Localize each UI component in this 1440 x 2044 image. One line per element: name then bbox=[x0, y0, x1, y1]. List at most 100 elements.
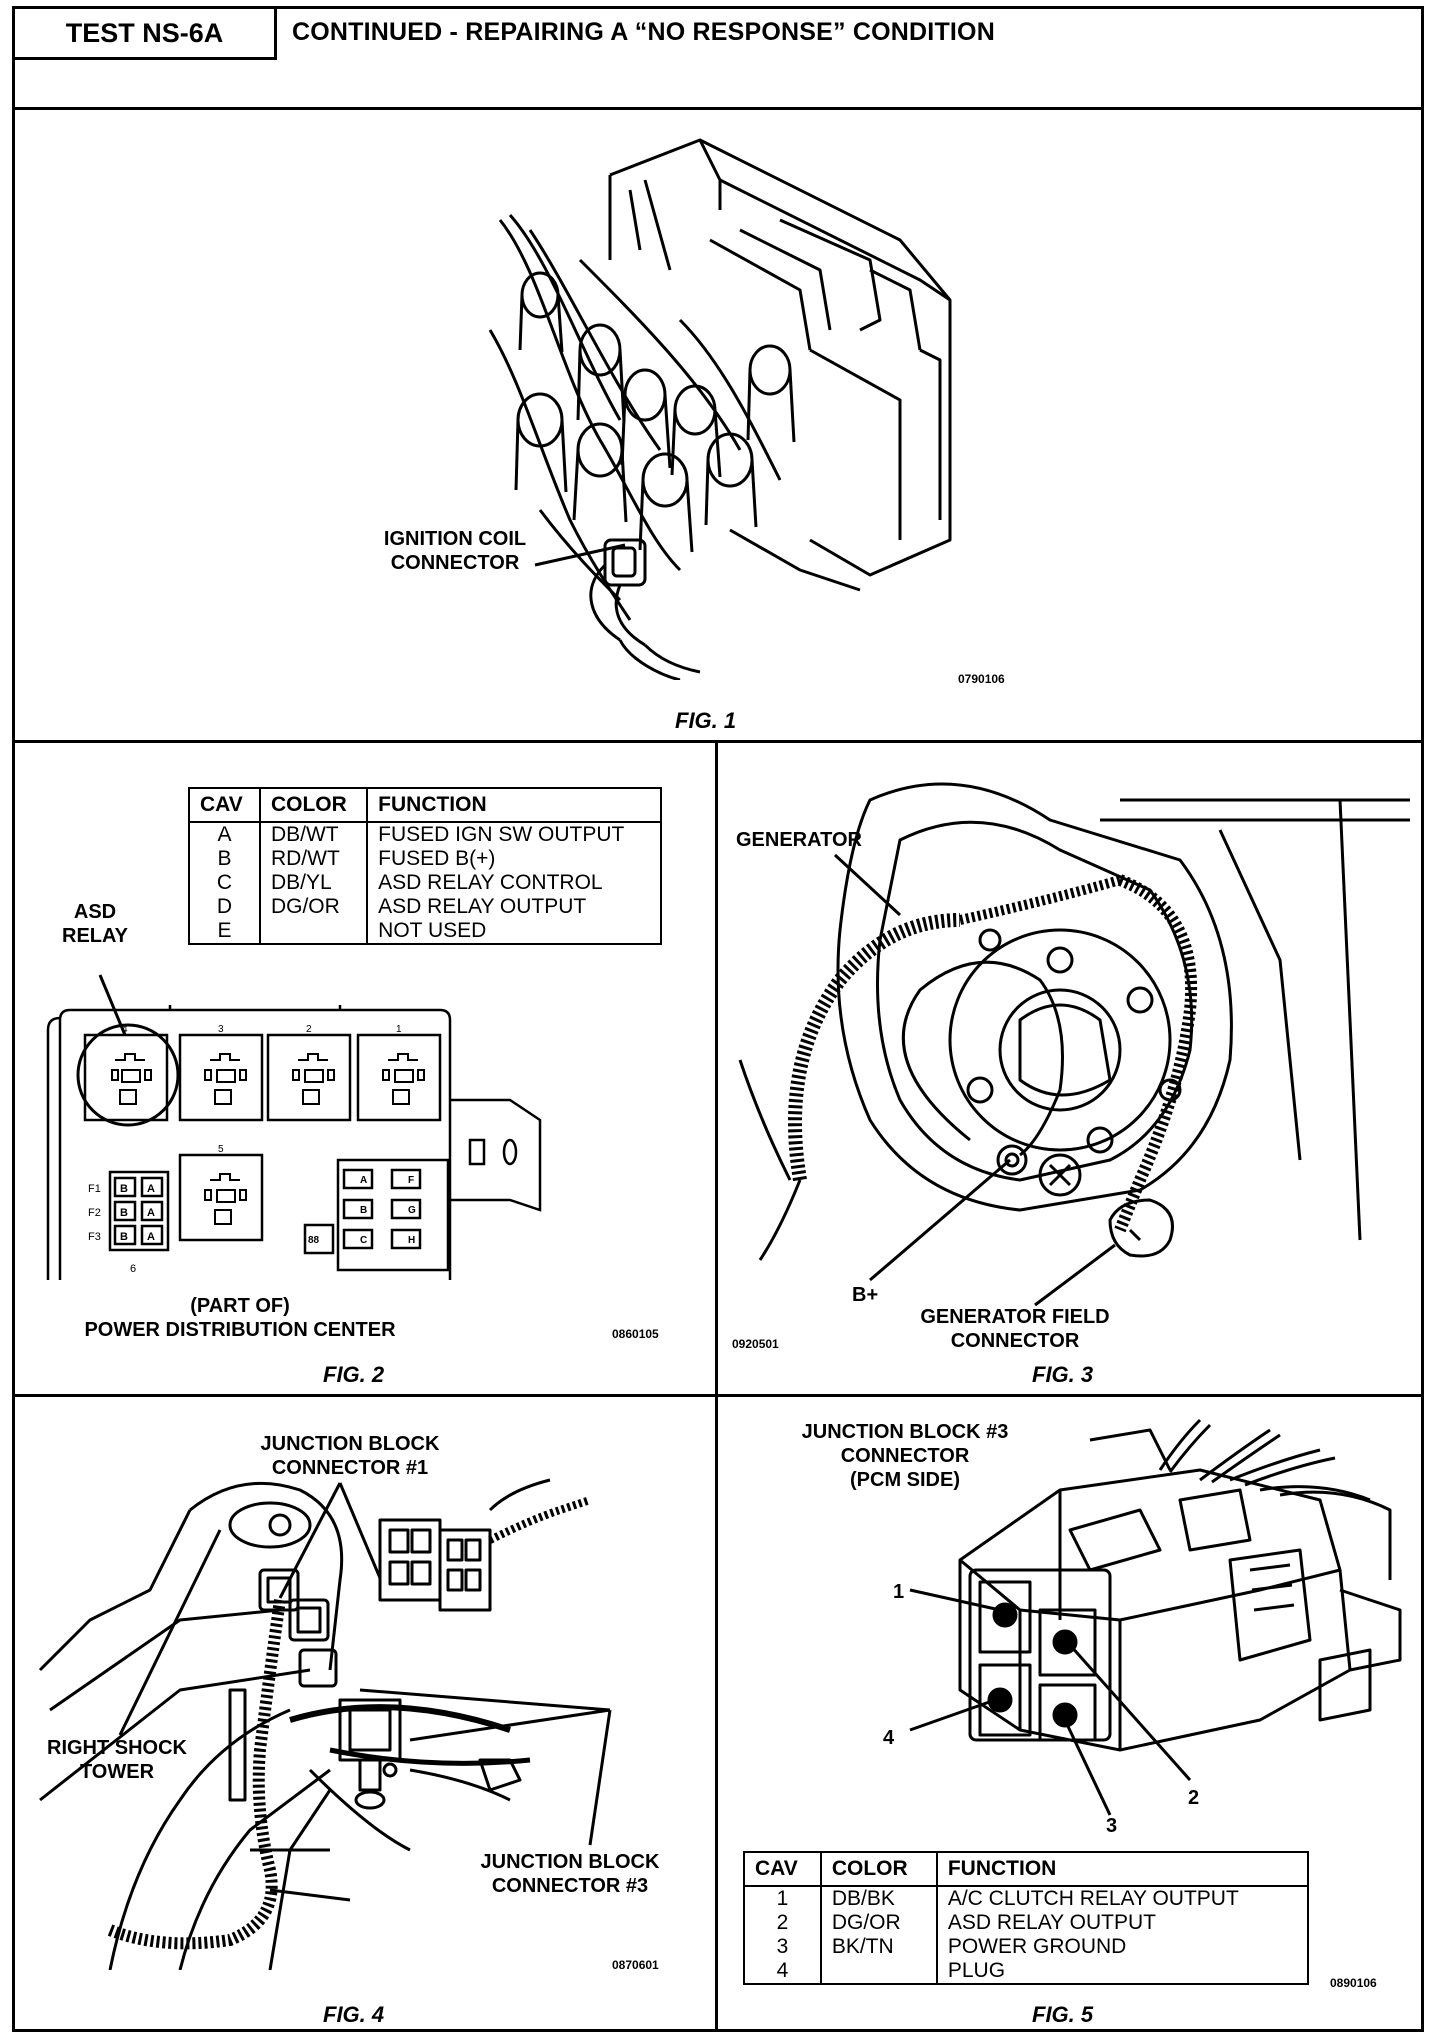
fig2-col-color: COLOR bbox=[259, 788, 369, 823]
cell: DB/WT bbox=[259, 822, 369, 847]
fig3-code: 0920501 bbox=[732, 1337, 779, 1351]
junction-block-engine-bay-illustration bbox=[38, 1478, 592, 1970]
svg-text:2: 2 bbox=[306, 1024, 312, 1035]
cell: DG/OR bbox=[820, 1911, 938, 1935]
generator-leader-line bbox=[833, 853, 902, 917]
fig1-code: 0790106 bbox=[958, 672, 1005, 686]
svg-text:A: A bbox=[360, 1175, 367, 1186]
ignition-coil-illustration bbox=[488, 138, 952, 680]
svg-text:F2: F2 bbox=[88, 1207, 101, 1219]
svg-text:H: H bbox=[408, 1235, 415, 1246]
svg-text:A: A bbox=[147, 1207, 155, 1219]
cell: NOT USED bbox=[378, 919, 487, 942]
fig5-code: 0890106 bbox=[1330, 1976, 1377, 1990]
svg-text:4: 4 bbox=[122, 1024, 128, 1035]
fig5-caption: FIG. 5 bbox=[1032, 2002, 1094, 2027]
cavity-4-label: 4 bbox=[883, 1727, 895, 1749]
svg-text:B: B bbox=[360, 1205, 367, 1216]
fig3-caption: FIG. 3 bbox=[1032, 1362, 1094, 1387]
cell: DG/OR bbox=[259, 895, 369, 919]
table-row: 4 PLUG bbox=[744, 1959, 1308, 1984]
fig5-col-function: FUNCTION bbox=[936, 1852, 1308, 1887]
bplus-leader-line bbox=[869, 1158, 1011, 1282]
svg-text:B: B bbox=[120, 1207, 128, 1219]
cell: 2 bbox=[744, 1911, 822, 1935]
cell: PLUG bbox=[947, 1959, 1006, 1982]
cell: DB/BK bbox=[820, 1886, 938, 1911]
cell: A/C CLUTCH RELAY OUTPUT bbox=[947, 1887, 1239, 1910]
table-row: E NOT USED bbox=[189, 919, 661, 944]
cell: ASD RELAY CONTROL bbox=[378, 871, 603, 894]
cavity-1-label: 1 bbox=[893, 1581, 905, 1603]
fig5-col-color: COLOR bbox=[820, 1852, 938, 1887]
pdc-label: (PART OF)POWER DISTRIBUTION CENTER bbox=[84, 1295, 396, 1341]
cell: B bbox=[189, 847, 261, 871]
svg-text:F: F bbox=[408, 1175, 414, 1186]
fig1-caption: FIG. 1 bbox=[675, 708, 737, 733]
cavity-3-label: 3 bbox=[1106, 1815, 1118, 1837]
svg-text:A: A bbox=[147, 1231, 155, 1243]
field-connector-leader-line bbox=[1034, 1243, 1116, 1307]
svg-text:F3: F3 bbox=[88, 1231, 101, 1243]
fig2-caption: FIG. 2 bbox=[323, 1362, 385, 1387]
bplus-label: B+ bbox=[852, 1284, 879, 1306]
cell: POWER GROUND bbox=[947, 1935, 1127, 1958]
cavity-leader-lines bbox=[909, 1588, 1192, 1816]
fig2-code: 0860105 bbox=[612, 1327, 659, 1341]
jb3-leader-lines bbox=[359, 1688, 612, 1846]
fig2-col-function: FUNCTION bbox=[367, 788, 661, 823]
divider-fig2-fig4 bbox=[12, 1394, 1424, 1397]
fig4-code: 0870601 bbox=[612, 1958, 659, 1972]
cell: ASD RELAY OUTPUT bbox=[947, 1911, 1156, 1934]
cell: 4 bbox=[744, 1959, 822, 1984]
cell bbox=[820, 1959, 938, 1984]
test-id: TEST NS-6A bbox=[12, 6, 277, 60]
svg-text:1: 1 bbox=[396, 1024, 402, 1035]
cell bbox=[259, 919, 369, 944]
page-title: CONTINUED - REPAIRING A “NO RESPONSE” CO… bbox=[292, 18, 995, 46]
junction-block-3-connector-illustration bbox=[958, 1418, 1402, 1752]
svg-text:A: A bbox=[147, 1183, 155, 1195]
fig5-col-cav: CAV bbox=[744, 1852, 822, 1887]
svg-text:B: B bbox=[120, 1231, 128, 1243]
divider-fig1 bbox=[12, 740, 1424, 743]
shock-tower-leader-line bbox=[118, 1529, 222, 1736]
fig2-col-cav: CAV bbox=[189, 788, 261, 823]
cell: D bbox=[189, 895, 261, 919]
divider-center bbox=[715, 740, 718, 2032]
generator-illustration bbox=[738, 782, 1410, 1261]
svg-text:6: 6 bbox=[130, 1263, 136, 1275]
cell: 3 bbox=[744, 1935, 822, 1959]
cavity-2-label: 2 bbox=[1188, 1787, 1200, 1809]
ignition-coil-leader-line bbox=[534, 543, 626, 567]
cell: 1 bbox=[744, 1886, 822, 1911]
cell: RD/WT bbox=[259, 847, 369, 871]
cell: DB/YL bbox=[259, 871, 369, 895]
cell: A bbox=[189, 822, 261, 847]
svg-text:5: 5 bbox=[218, 1144, 224, 1155]
jb1-leader-lines bbox=[278, 1482, 382, 1599]
svg-text:G: G bbox=[408, 1205, 416, 1216]
cell: FUSED B(+) bbox=[378, 847, 496, 870]
cell: BK/TN bbox=[820, 1935, 938, 1959]
svg-text:B: B bbox=[120, 1183, 128, 1195]
svg-text:3: 3 bbox=[218, 1024, 224, 1035]
cell: FUSED IGN SW OUTPUT bbox=[378, 823, 625, 846]
cell: E bbox=[189, 919, 261, 944]
generator-label: GENERATOR bbox=[736, 829, 862, 851]
svg-text:F1: F1 bbox=[88, 1183, 101, 1195]
